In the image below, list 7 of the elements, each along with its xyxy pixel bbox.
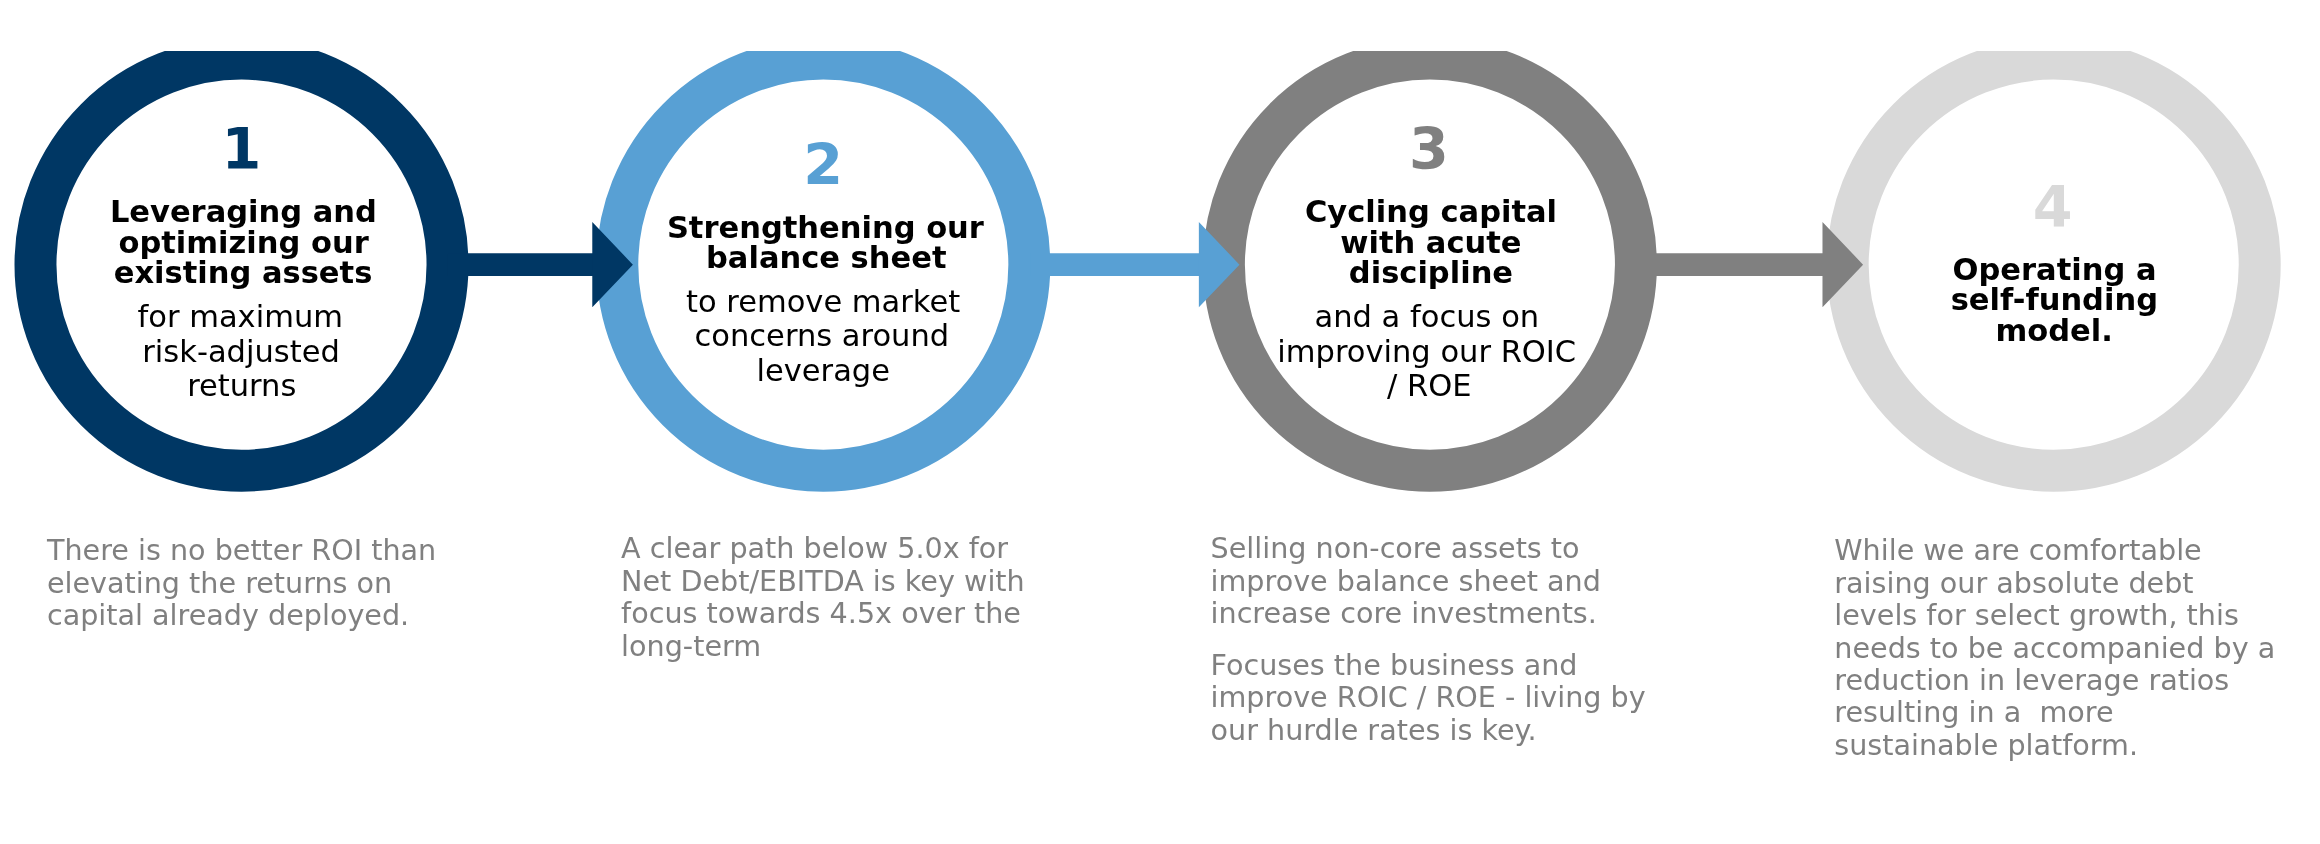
node-circle: 1 Leveraging and optimizing our existing assets for maximum risk-adjusted returns bbox=[14, 50, 469, 492]
node-label: A clear path below 5.0x for Net Debt/EBITDA is key with focus towards 4.5x over the long-term bbox=[621, 530, 1025, 663]
node-label: While we are comfortable raising our absolute debt levels for select growth, this needs to be accompanied by a reduction in leverage ratios resulting in a more sustainable platform. bbox=[1834, 532, 2276, 762]
node-label: Focuses the business and improve ROIC / ROE - living by our hurdle rates is key. bbox=[1210, 647, 1646, 747]
node-circle: 2 Strengthening our balance sheet to remove market concerns around leverage bbox=[596, 50, 1051, 492]
node-label: Selling non-core assets to improve balance sheet and increase core investments. bbox=[1210, 530, 1601, 630]
node-label: There is no better ROI than elevating the returns on capital already deployed. bbox=[46, 532, 437, 632]
